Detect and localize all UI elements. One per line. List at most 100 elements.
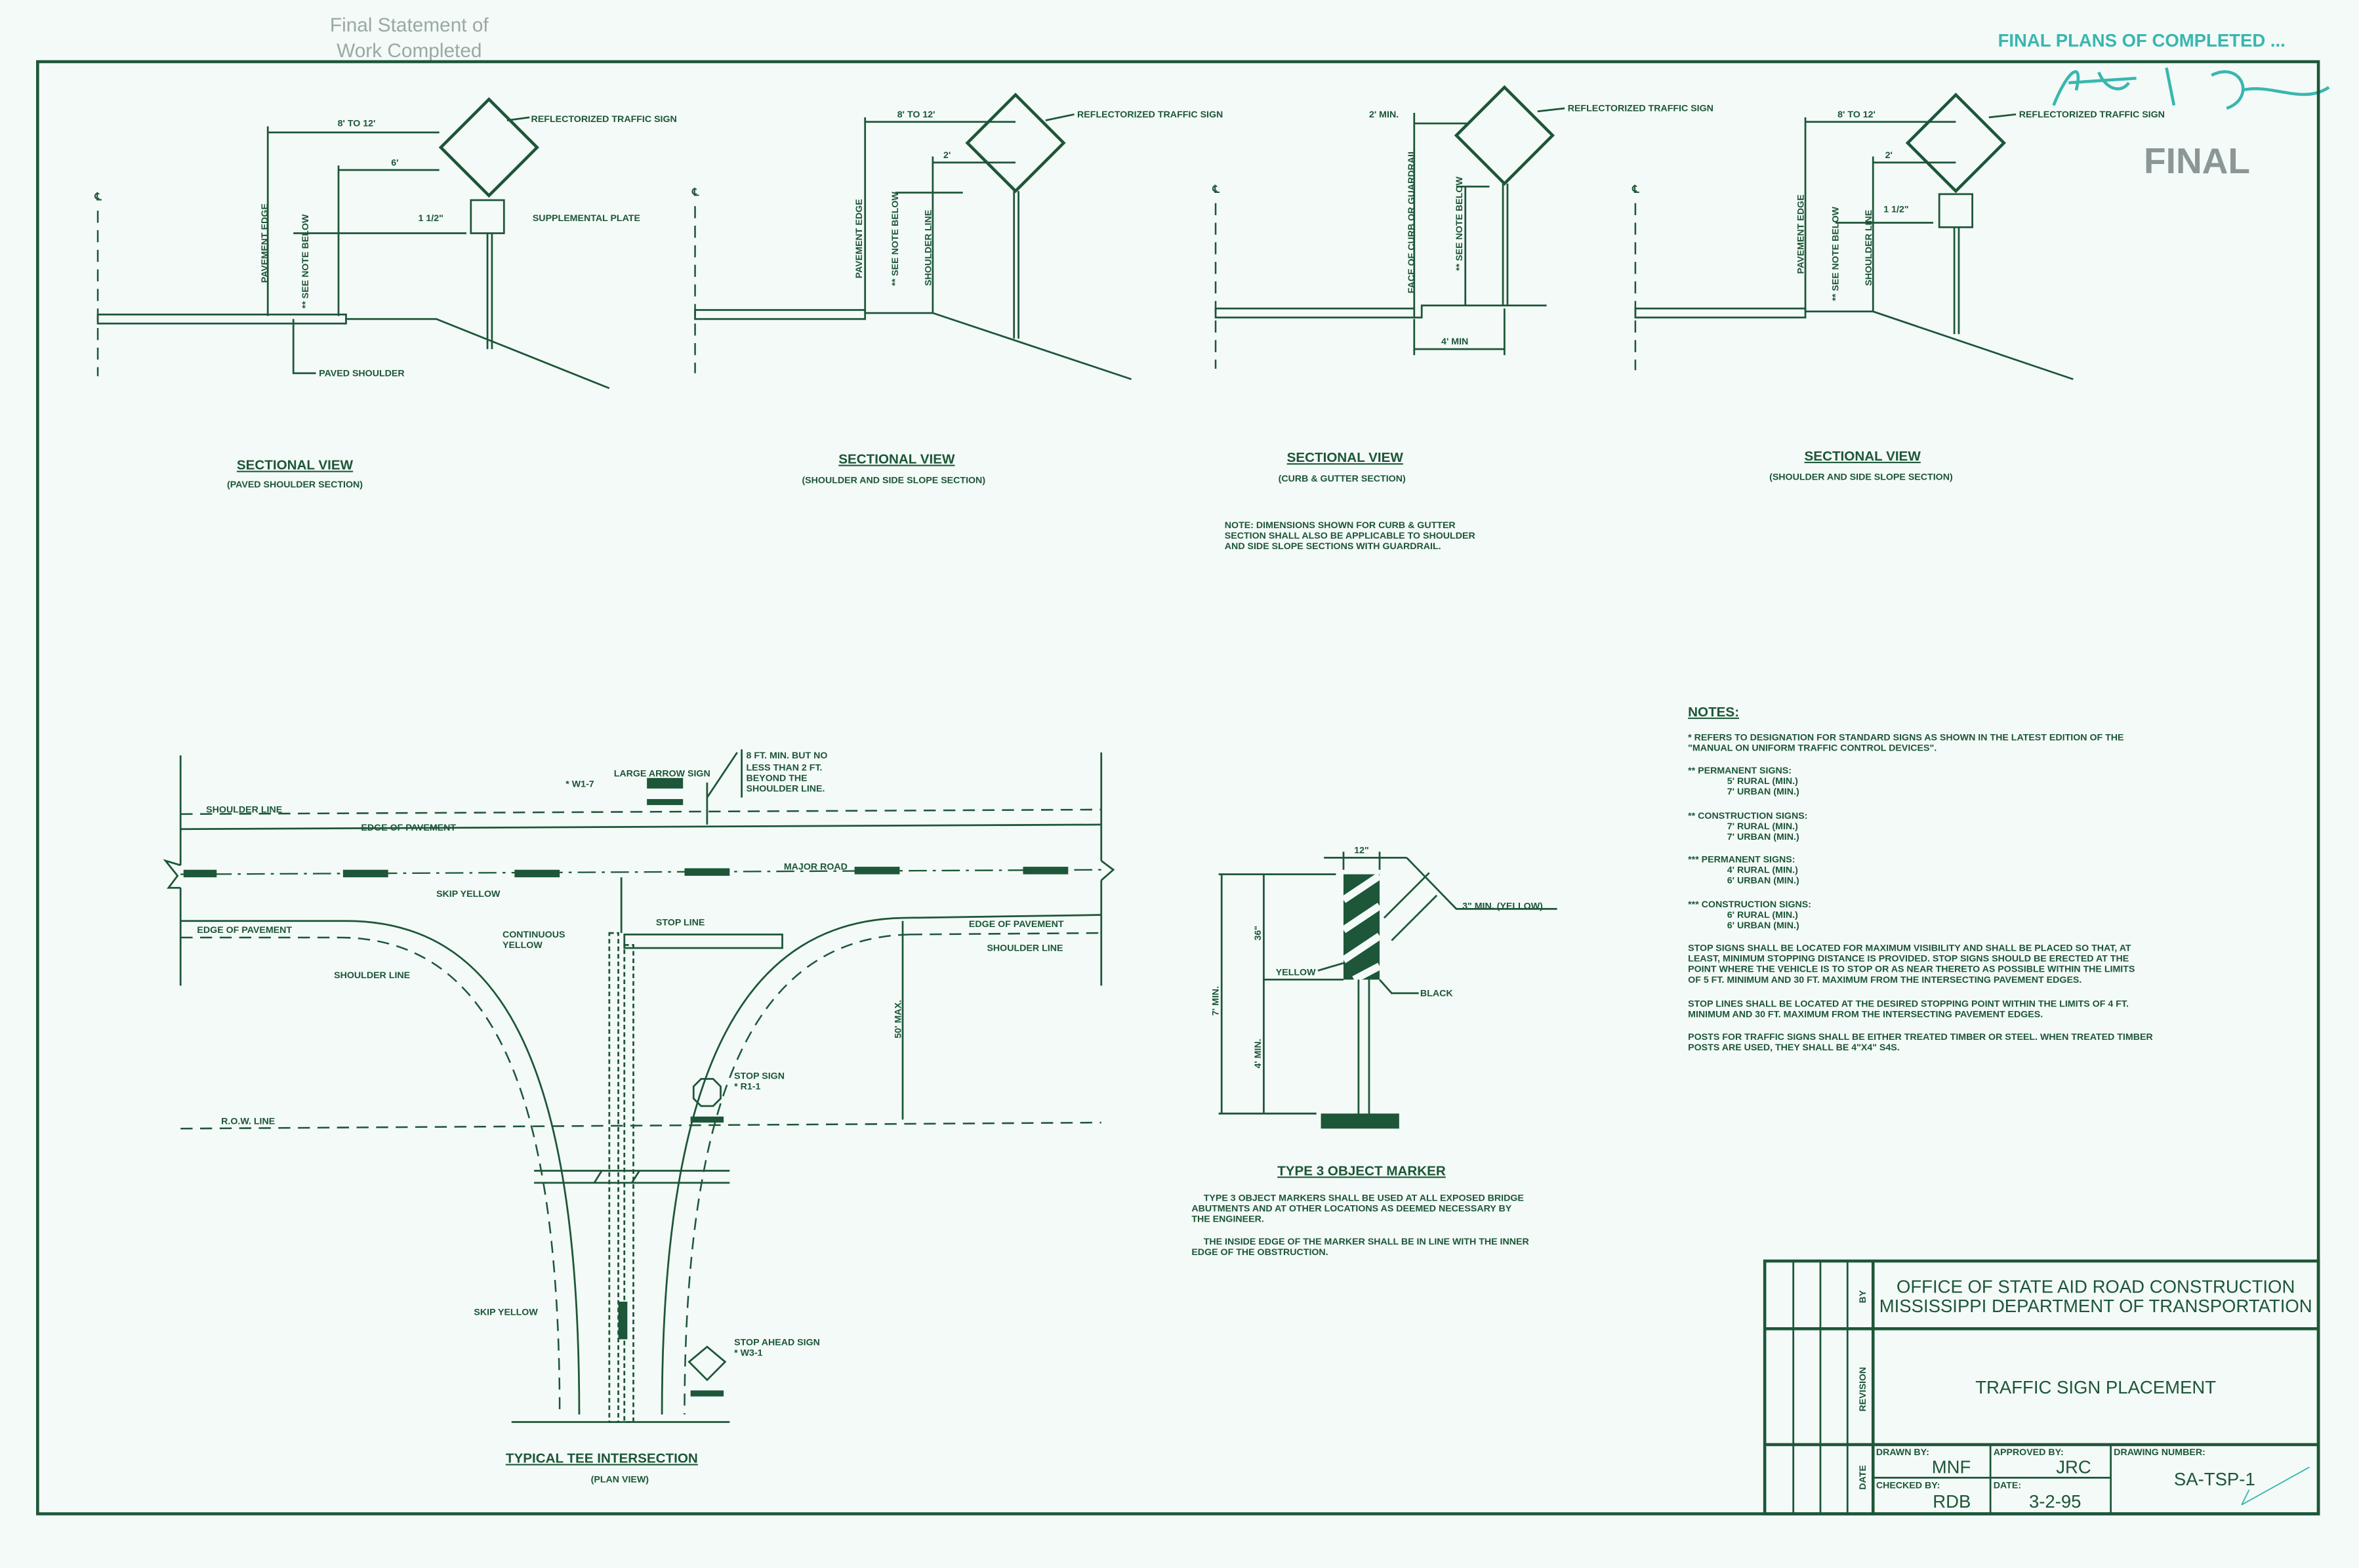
svg-text:LEAST, MINIMUM STOPPING DISTAN: LEAST, MINIMUM STOPPING DISTANCE IS PROV…: [1688, 954, 2129, 964]
supplemental-plate: [470, 199, 505, 234]
svg-text:POINT WHERE THE VEHICLE IS TO: POINT WHERE THE VEHICLE IS TO STOP OR AS…: [1688, 964, 2135, 975]
svg-text:SKIP YELLOW: SKIP YELLOW: [436, 889, 501, 899]
svg-text:SHOULDER LINE: SHOULDER LINE: [334, 970, 410, 981]
svg-text:SHOULDER LINE.: SHOULDER LINE.: [747, 783, 825, 794]
svg-text:CONTINUOUS: CONTINUOUS: [503, 930, 565, 940]
diamond-sign-icon: [438, 97, 539, 198]
intersection-title: TYPICAL TEE INTERSECTION: [506, 1451, 698, 1466]
svg-text:REVISION: REVISION: [1858, 1367, 1868, 1412]
svg-text:* W3-1: * W3-1: [734, 1348, 763, 1359]
svg-text:DRAWN BY:: DRAWN BY:: [1876, 1447, 1929, 1458]
diamond-sign-icon: [1905, 93, 2007, 194]
svg-text:STOP SIGN: STOP SIGN: [734, 1071, 785, 1082]
section-title: SECTIONAL VIEW: [838, 451, 955, 466]
office-name: OFFICE OF STATE AID ROAD CONSTRUCTION: [1897, 1276, 2295, 1296]
svg-text:POSTS ARE USED, THEY SHALL BE: POSTS ARE USED, THEY SHALL BE 4"X4" S4S.: [1688, 1042, 1900, 1053]
svg-text:SKIP YELLOW: SKIP YELLOW: [474, 1308, 538, 1318]
svg-text:BLACK: BLACK: [1420, 988, 1453, 999]
svg-text:* W1-7: * W1-7: [565, 779, 594, 790]
svg-text:8' TO 12': 8' TO 12': [1837, 110, 1876, 120]
svg-text:YELLOW: YELLOW: [503, 940, 543, 951]
svg-text:3-2-95: 3-2-95: [2029, 1491, 2082, 1512]
section-curb-gutter: ℄ 2' MIN. 4' MIN REFLECTORIZED TRAFFIC S…: [1212, 85, 1713, 552]
svg-text:8' TO 12': 8' TO 12': [338, 119, 376, 129]
svg-text:7' MIN.: 7' MIN.: [1211, 986, 1221, 1016]
svg-text:EDGE OF PAVEMENT: EDGE OF PAVEMENT: [361, 823, 456, 833]
svg-text:EDGE OF PAVEMENT: EDGE OF PAVEMENT: [969, 919, 1064, 930]
svg-text:R.O.W. LINE: R.O.W. LINE: [221, 1116, 275, 1126]
section-title: SECTIONAL VIEW: [1287, 450, 1404, 465]
svg-text:THE INSIDE EDGE OF THE MARKER: THE INSIDE EDGE OF THE MARKER SHALL BE I…: [1204, 1237, 1529, 1247]
svg-text:* REFERS TO DESIGNATION FOR ST: * REFERS TO DESIGNATION FOR STANDARD SIG…: [1688, 732, 2123, 743]
stop-ahead-sign-icon: [687, 1346, 727, 1382]
svg-text:AND SIDE SLOPE SECTIONS WITH G: AND SIDE SLOPE SECTIONS WITH GUARDRAIL.: [1225, 541, 1441, 552]
drawing-number: SA-TSP-1: [2174, 1469, 2255, 1489]
svg-text:SHOULDER LINE: SHOULDER LINE: [1864, 210, 1874, 286]
svg-text:PAVEMENT EDGE: PAVEMENT EDGE: [854, 199, 865, 278]
diamond-sign-icon: [965, 93, 1066, 194]
svg-text:FACE OF CURB OR GUARDRAIL: FACE OF CURB OR GUARDRAIL: [1406, 148, 1417, 293]
svg-text:*** CONSTRUCTION SIGNS:: *** CONSTRUCTION SIGNS:: [1688, 899, 1811, 910]
svg-text:2': 2': [1885, 150, 1893, 161]
svg-text:1 1/2": 1 1/2": [1883, 204, 1908, 215]
section-title: SECTIONAL VIEW: [1805, 449, 1921, 464]
svg-text:(PAVED SHOULDER SECTION): (PAVED SHOULDER SECTION): [227, 480, 363, 490]
svg-text:(PLAN VIEW): (PLAN VIEW): [591, 1474, 649, 1485]
signature: [2052, 67, 2330, 110]
svg-text:7' RURAL (MIN.): 7' RURAL (MIN.): [1727, 821, 1798, 832]
svg-text:NOTE: DIMENSIONS SHOWN FOR CUR: NOTE: DIMENSIONS SHOWN FOR CURB & GUTTER: [1225, 520, 1456, 531]
svg-text:SUPPLEMENTAL PLATE: SUPPLEMENTAL PLATE: [533, 213, 640, 224]
svg-text:7' URBAN (MIN.): 7' URBAN (MIN.): [1727, 787, 1799, 797]
svg-text:8 FT. MIN. BUT NO: 8 FT. MIN. BUT NO: [747, 751, 828, 761]
svg-text:"MANUAL ON UNIFORM TRAFFIC CON: "MANUAL ON UNIFORM TRAFFIC CONTROL DEVIC…: [1688, 743, 1937, 754]
type-3-object-marker: 12" 3" MIN. (YELLOW) YELLOW BLACK 36" 7'…: [1191, 846, 1557, 1258]
sheet-border: [36, 60, 2320, 1516]
svg-text:REFLECTORIZED TRAFFIC SIGN: REFLECTORIZED TRAFFIC SIGN: [2019, 110, 2165, 120]
svg-text:2': 2': [943, 150, 951, 161]
svg-text:EDGE OF PAVEMENT: EDGE OF PAVEMENT: [197, 925, 292, 936]
svg-text:EDGE OF THE OBSTRUCTION.: EDGE OF THE OBSTRUCTION.: [1191, 1247, 1328, 1258]
svg-text:DATE: DATE: [1858, 1465, 1868, 1490]
svg-text:6' RURAL (MIN.): 6' RURAL (MIN.): [1727, 910, 1798, 920]
svg-text:STOP LINE: STOP LINE: [656, 918, 705, 928]
svg-text:(SHOULDER AND SIDE SLOPE SECTI: (SHOULDER AND SIDE SLOPE SECTION): [1769, 472, 1953, 483]
stamp-line-1: Final Statement of: [330, 14, 489, 36]
svg-text:BEYOND THE: BEYOND THE: [747, 773, 808, 783]
marker-title: TYPE 3 OBJECT MARKER: [1277, 1163, 1446, 1178]
svg-text:JRC: JRC: [2056, 1456, 2091, 1477]
svg-text:LESS THAN 2 FT.: LESS THAN 2 FT.: [747, 762, 823, 773]
svg-text:** CONSTRUCTION SIGNS:: ** CONSTRUCTION SIGNS:: [1688, 811, 1807, 821]
svg-text:4' MIN: 4' MIN: [1441, 337, 1468, 347]
stop-line: [623, 933, 783, 949]
svg-text:** PERMANENT SIGNS:: ** PERMANENT SIGNS:: [1688, 766, 1792, 776]
svg-text:6' URBAN (MIN.): 6' URBAN (MIN.): [1727, 875, 1799, 886]
svg-text:REFLECTORIZED TRAFFIC SIGN: REFLECTORIZED TRAFFIC SIGN: [531, 114, 677, 125]
svg-text:MINIMUM AND 30 FT. MAXIMUM FRO: MINIMUM AND 30 FT. MAXIMUM FROM THE INTE…: [1688, 1010, 2043, 1020]
svg-text:DATE:: DATE:: [1994, 1480, 2021, 1491]
section-shoulder-side-slope-2: ℄ 8' TO 12' 2' 1 1/2" REFLECTORIZED TRAF…: [1631, 93, 2165, 483]
svg-text:REFLECTORIZED TRAFFIC SIGN: REFLECTORIZED TRAFFIC SIGN: [1077, 110, 1223, 120]
svg-text:PAVEMENT EDGE: PAVEMENT EDGE: [1796, 194, 1807, 274]
svg-text:CHECKED BY:: CHECKED BY:: [1876, 1480, 1940, 1491]
svg-text:4' RURAL (MIN.): 4' RURAL (MIN.): [1727, 865, 1798, 875]
svg-text:ABUTMENTS AND AT OTHER LOCATIO: ABUTMENTS AND AT OTHER LOCATIONS AS DEEM…: [1191, 1203, 1511, 1214]
tee-intersection-plan: LARGE ARROW SIGN * W1-7 8 FT. MIN. BUT N…: [163, 749, 1115, 1485]
svg-text:THE ENGINEER.: THE ENGINEER.: [1191, 1214, 1263, 1224]
svg-text:5' RURAL (MIN.): 5' RURAL (MIN.): [1727, 776, 1798, 787]
svg-text:YELLOW: YELLOW: [1276, 967, 1316, 978]
svg-text:PAVED SHOULDER: PAVED SHOULDER: [319, 368, 404, 379]
svg-text:SECTION SHALL ALSO BE APPLICAB: SECTION SHALL ALSO BE APPLICABLE TO SHOU…: [1225, 531, 1475, 541]
svg-text:POSTS FOR TRAFFIC SIGNS SHALL: POSTS FOR TRAFFIC SIGNS SHALL BE EITHER …: [1688, 1032, 2153, 1042]
diamond-sign-icon: [1454, 85, 1555, 186]
final-statement-stamp: Final Statement of Work Completed: [330, 14, 489, 62]
svg-text:SHOULDER LINE: SHOULDER LINE: [206, 805, 282, 815]
svg-text:℄: ℄: [94, 191, 102, 203]
svg-text:STOP SIGNS SHALL BE LOCATED FO: STOP SIGNS SHALL BE LOCATED FOR MAXIMUM …: [1688, 943, 2131, 954]
check-mark-icon: [2241, 1466, 2310, 1506]
title-block: BY REVISION DATE OFFICE OF STATE AID ROA…: [1763, 1259, 2320, 1516]
svg-text:BY: BY: [1858, 1290, 1868, 1303]
supplemental-plate: [1938, 193, 1973, 228]
svg-text:36": 36": [1253, 926, 1263, 941]
stop-sign-icon: [692, 1078, 722, 1107]
